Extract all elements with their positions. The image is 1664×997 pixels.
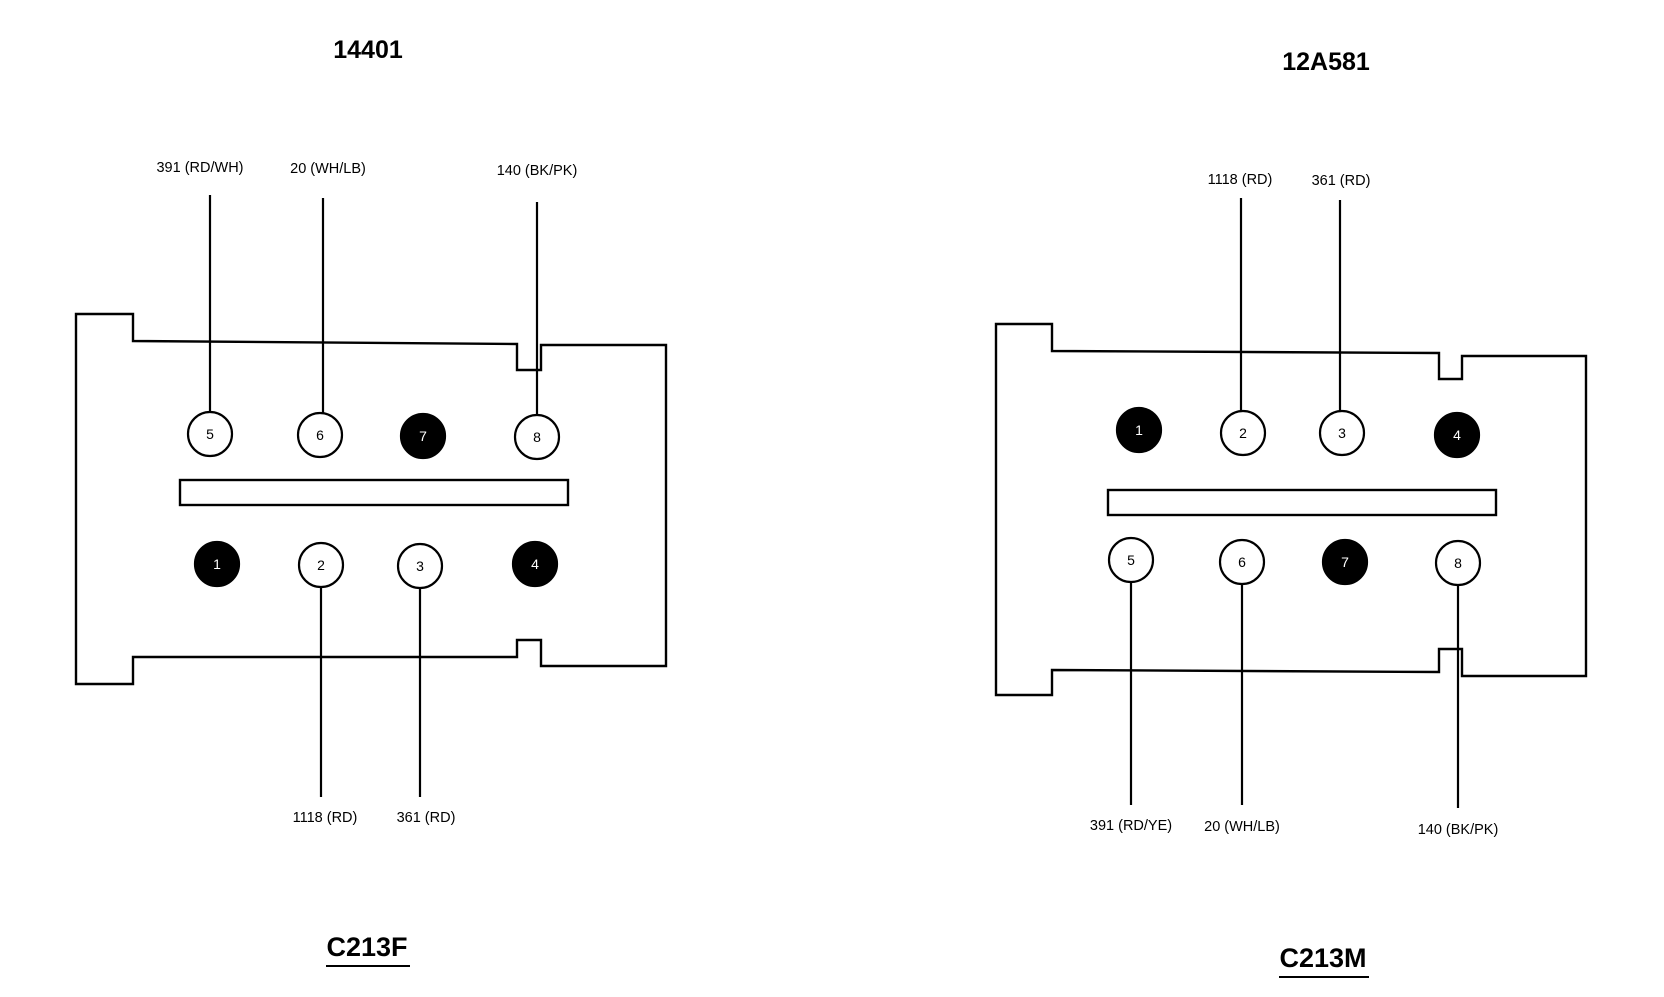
svg-text:7: 7 <box>1341 554 1349 570</box>
svg-text:5: 5 <box>206 426 214 442</box>
connector-c213f: 14401 5 6 7 <box>74 36 668 967</box>
pin-2: 2 <box>297 541 345 589</box>
wire-label: 391 (RD/WH) <box>156 160 243 176</box>
connector-housing <box>994 322 1588 697</box>
pin-8: 8 <box>1434 539 1482 587</box>
wire-label: 391 (RD/YE) <box>1090 818 1172 834</box>
pin-6: 6 <box>296 411 344 459</box>
pin-1: 1 <box>1115 406 1163 454</box>
connector-id-c213m: C213M <box>1279 943 1366 973</box>
pin-5: 5 <box>1107 536 1155 584</box>
svg-text:2: 2 <box>317 557 325 573</box>
svg-text:3: 3 <box>416 558 424 574</box>
svg-text:4: 4 <box>531 556 539 572</box>
pin-3: 3 <box>396 542 444 590</box>
wire-label: 361 (RD) <box>1312 173 1371 189</box>
svg-text:1: 1 <box>213 556 221 572</box>
svg-text:3: 3 <box>1338 425 1346 441</box>
connector-id-c213f: C213F <box>326 932 407 962</box>
wire-label: 1118 (RD) <box>293 810 358 826</box>
pin-7: 7 <box>1321 538 1369 586</box>
part-number-12a581: 12A581 <box>1282 48 1370 76</box>
svg-text:2: 2 <box>1239 425 1247 441</box>
wire-label: 20 (WH/LB) <box>1204 819 1280 835</box>
pin-4: 4 <box>1433 411 1481 459</box>
pin-8: 8 <box>513 413 561 461</box>
wire-label: 140 (BK/PK) <box>1418 822 1499 838</box>
svg-text:4: 4 <box>1453 427 1461 443</box>
pin-4: 4 <box>511 540 559 588</box>
pin-6: 6 <box>1218 538 1266 586</box>
svg-text:6: 6 <box>316 427 324 443</box>
wire-label: 140 (BK/PK) <box>497 163 578 179</box>
pin-5: 5 <box>186 410 234 458</box>
connector-housing <box>74 312 668 686</box>
connector-c213m: 12A581 1 2 3 <box>994 48 1588 978</box>
svg-text:5: 5 <box>1127 552 1135 568</box>
wire-label: 20 (WH/LB) <box>290 161 366 177</box>
svg-text:6: 6 <box>1238 554 1246 570</box>
pin-1: 1 <box>193 540 241 588</box>
latch-bar <box>178 478 570 507</box>
wire-label: 1118 (RD) <box>1208 172 1273 188</box>
wire-label: 361 (RD) <box>397 810 456 826</box>
pin-3: 3 <box>1318 409 1366 457</box>
svg-text:8: 8 <box>533 429 541 445</box>
pin-7: 7 <box>399 412 447 460</box>
part-number-14401: 14401 <box>333 36 403 64</box>
svg-text:1: 1 <box>1135 422 1143 438</box>
svg-text:7: 7 <box>419 428 427 444</box>
pin-2: 2 <box>1219 409 1267 457</box>
svg-text:8: 8 <box>1454 555 1462 571</box>
latch-bar <box>1106 488 1498 517</box>
